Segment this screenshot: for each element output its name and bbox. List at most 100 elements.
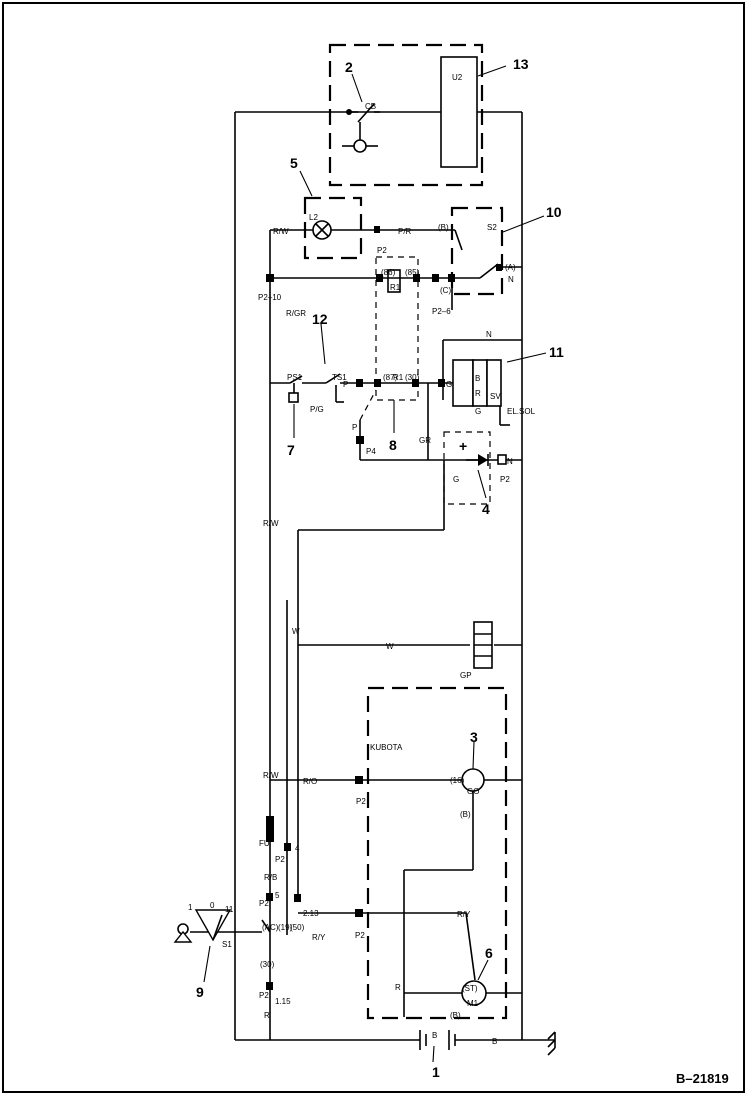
lamp-enclosure bbox=[303, 196, 363, 260]
callout-9: 9 bbox=[196, 984, 204, 1000]
sv-label: SV bbox=[490, 392, 501, 401]
sv-block-left bbox=[452, 359, 474, 407]
u2-module bbox=[440, 56, 478, 168]
s1-position-11: 11 bbox=[225, 905, 234, 914]
cb-label: CB bbox=[365, 102, 376, 111]
sv-terminal-r: R bbox=[475, 389, 481, 398]
connector-block bbox=[374, 226, 380, 233]
battery-1 bbox=[419, 1030, 456, 1050]
connector-1-15: 1.15 bbox=[275, 997, 291, 1006]
terminal-85: (85) bbox=[405, 268, 420, 277]
terminal-50: (50) bbox=[290, 923, 305, 932]
wire-w-left: W bbox=[292, 627, 300, 636]
wire-b-starter: (B) bbox=[450, 1011, 461, 1020]
s2-label: S2 bbox=[487, 223, 497, 232]
wire-r-w-low: R/W bbox=[263, 771, 279, 780]
wire-p-relay: P bbox=[352, 423, 357, 432]
wire-p-g: P/G bbox=[310, 405, 324, 414]
switch-s2 bbox=[462, 263, 522, 279]
diode-4 bbox=[466, 454, 507, 466]
connector-p4: P4 bbox=[366, 447, 376, 456]
relay-coil bbox=[387, 269, 401, 293]
splice-p4 bbox=[356, 436, 364, 444]
wire-r-y-kubota: R/Y bbox=[457, 910, 471, 919]
terminal-a: (A) bbox=[505, 263, 516, 272]
drawing-reference: B–21819 bbox=[676, 1071, 729, 1086]
connector-p2-diode: P2 bbox=[500, 475, 510, 484]
wire-g-diode: G bbox=[453, 475, 459, 484]
key-switch-s1 bbox=[173, 909, 271, 943]
wire-b-paren: (B) bbox=[438, 223, 449, 232]
terminal-86: (86) bbox=[381, 268, 396, 277]
wire-r-gr: R/GR bbox=[286, 309, 306, 318]
callout-7: 7 bbox=[287, 442, 295, 458]
wire-p-r: P/R bbox=[398, 227, 412, 236]
wire-r-y-switch: R/Y bbox=[312, 933, 326, 942]
relay-r1-enclosure bbox=[375, 256, 419, 401]
sv-terminal-g: G bbox=[475, 407, 481, 416]
ground-symbol bbox=[547, 1031, 556, 1056]
sv-terminal-b: B bbox=[475, 374, 480, 383]
callout-leaders bbox=[203, 65, 547, 1063]
callout-8: 8 bbox=[389, 437, 397, 453]
kubota-engine-enclosure bbox=[366, 686, 508, 1020]
fuse-fu bbox=[266, 816, 274, 842]
wire-gr-vertical: GR bbox=[419, 436, 431, 445]
control-module-enclosure bbox=[328, 43, 484, 187]
callout-2: 2 bbox=[345, 59, 353, 75]
r1-label-top: R1 bbox=[390, 283, 401, 292]
wire-b-kubota: (B) bbox=[460, 810, 471, 819]
s1-label: S1 bbox=[222, 940, 232, 949]
wire-n-sv: N bbox=[486, 330, 492, 339]
ps1-label: PS1 bbox=[287, 373, 303, 382]
callout-5: 5 bbox=[290, 155, 298, 171]
r1-label-bottom: R1 bbox=[393, 373, 404, 382]
terminal-ac: (AC) bbox=[262, 923, 279, 932]
connector-p2-4: P2 bbox=[275, 855, 285, 864]
ts1-label: TS1 bbox=[332, 373, 347, 382]
terminal-16: (16) bbox=[450, 776, 465, 785]
callout-6: 6 bbox=[485, 945, 493, 961]
wire-n-s2: N bbox=[508, 275, 514, 284]
terminal-30: (30) bbox=[405, 373, 420, 382]
terminal-c: (C) bbox=[440, 286, 451, 295]
wire-r-starter: R bbox=[395, 983, 401, 992]
battery-label: B bbox=[432, 1031, 437, 1040]
switch-s2-enclosure bbox=[450, 206, 504, 296]
terminal-st: (ST) bbox=[462, 984, 478, 993]
callout-13: 13 bbox=[513, 56, 529, 72]
kubota-label: KUBOTA bbox=[370, 743, 403, 752]
l2-label: L2 bbox=[309, 213, 318, 222]
connector-p2-kubota: P2 bbox=[356, 797, 366, 806]
terminal-30-switch: (30) bbox=[260, 960, 275, 969]
connector-p2-15: P2 bbox=[259, 991, 269, 1000]
connector-number-4: 4 bbox=[295, 844, 300, 853]
sv-block-mid bbox=[472, 359, 488, 407]
wire-r-b: R/B bbox=[264, 873, 277, 882]
connector-p2-starter: P2 bbox=[355, 931, 365, 940]
callout-1: 1 bbox=[432, 1064, 440, 1080]
terminal-87: (87) bbox=[383, 373, 398, 382]
callout-10: 10 bbox=[546, 204, 562, 220]
wire-n-diode: N bbox=[507, 457, 513, 466]
pressure-switch-ps1 bbox=[288, 375, 326, 403]
circuit-breaker bbox=[342, 103, 380, 153]
connector-p2-5: P2 bbox=[259, 899, 269, 908]
terminal-19: (19) bbox=[278, 923, 293, 932]
wire-r-o: R/O bbox=[303, 777, 317, 786]
p2-relay-label: P2 bbox=[377, 246, 387, 255]
connector-p2-6: P2–6 bbox=[432, 307, 451, 316]
wire-b-ground: B bbox=[492, 1037, 497, 1046]
wire-p-ts1: P bbox=[343, 380, 348, 389]
connector-2-13: 2.13 bbox=[303, 909, 319, 918]
u2-label: U2 bbox=[452, 73, 463, 82]
s1-position-1: 1 bbox=[188, 903, 193, 912]
wire-w-gp: W bbox=[386, 642, 394, 651]
wire-gr-sv: GR bbox=[446, 380, 458, 389]
callout-12: 12 bbox=[312, 311, 328, 327]
gp-label: GP bbox=[460, 671, 472, 680]
glow-plug-gp bbox=[473, 621, 493, 669]
callout-11: 11 bbox=[549, 344, 564, 360]
